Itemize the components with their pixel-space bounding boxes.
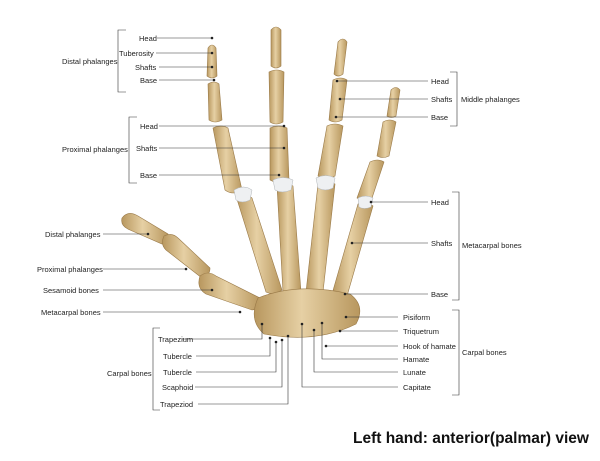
label-carpal-bones-right-group: Carpal bones (462, 348, 507, 357)
label-distal-shafts: Shafts (135, 63, 157, 72)
label-metacarpal-base: Base (431, 290, 449, 299)
little-middle-phalanx (376, 119, 397, 158)
label-tubercle-2: Tubercle (163, 368, 192, 377)
label-middle-base: Base (431, 113, 449, 122)
little-metacarpal (331, 202, 374, 298)
ring-metacarpal (305, 181, 336, 295)
label-proximal-head: Head (140, 122, 158, 131)
label-middle-phalanges-group: Middle phalanges (461, 95, 520, 104)
index-metacarpal (235, 194, 283, 294)
label-scaphoid: Scaphoid (162, 383, 194, 392)
leader-dots (146, 36, 373, 348)
label-distal-head: Head (139, 34, 157, 43)
bracket-proximal-phalanges (128, 116, 137, 184)
leader-trapeziod (198, 336, 289, 405)
bracket-carpal-left (152, 327, 160, 411)
label-thumb-distal-phalanges: Distal phalanges (45, 230, 101, 239)
label-trapezium: Trapezium (158, 335, 194, 344)
label-middle-shafts: Shafts (431, 95, 453, 104)
label-metacarpal-head: Head (431, 198, 449, 207)
little-proximal-phalanx (356, 159, 385, 201)
thumb-metacarpal (198, 272, 261, 311)
figure-title: Left hand: anterior(palmar) view (353, 430, 589, 447)
label-proximal-shafts: Shafts (136, 144, 158, 153)
ring-middle-phalanx (328, 77, 348, 123)
thumb-proximal-phalanx (162, 234, 211, 279)
bracket-middle-phalanges (450, 71, 458, 127)
label-metacarpal-shafts: Shafts (431, 239, 453, 248)
label-trapeziod: Trapeziod (160, 400, 194, 409)
leader-lunate (313, 330, 398, 373)
bracket-carpal-right (452, 309, 460, 396)
index-proximal-phalanx (212, 125, 243, 194)
index-distal-phalanx (206, 44, 218, 79)
label-distal-tuberosity: Tuberosity (119, 49, 154, 58)
label-hook-of-hamate: Hook of hamate (403, 342, 456, 351)
middle-middle-phalanx (268, 69, 285, 125)
label-lunate: Lunate (403, 368, 426, 377)
index-mcp-cartilage (233, 186, 253, 203)
label-proximal-phalanges-group: Proximal phalanges (62, 145, 128, 154)
carpal-cluster (253, 288, 361, 338)
leader-hamate (321, 323, 398, 360)
middle-metacarpal (276, 183, 302, 295)
middle-distal-phalanx (270, 26, 282, 69)
leader-lines (103, 29, 460, 411)
index-middle-phalanx (207, 81, 223, 123)
bracket-metacarpal-bones (452, 191, 460, 301)
ring-proximal-phalanx (317, 123, 344, 179)
label-tubercle-1: Tubercle (163, 352, 192, 361)
label-distal-base: Base (140, 76, 158, 85)
label-thumb-proximal-phalanges: Proximal phalanges (37, 265, 103, 274)
label-hamate: Hamate (403, 355, 430, 364)
hand-bones (121, 26, 401, 338)
label-sesamoid-bones: Sesamoid bones (43, 286, 99, 295)
ring-distal-phalanx (333, 38, 348, 77)
label-triquetrum: Triquetrum (403, 327, 439, 336)
label-metacarpal-bones-group: Metacarpal bones (462, 241, 522, 250)
leader-tubercle1 (196, 338, 271, 357)
label-middle-head: Head (431, 77, 449, 86)
leader-tubercle2 (196, 342, 277, 373)
leader-scaphoid (195, 340, 283, 388)
label-pisiform: Pisiform (403, 313, 431, 322)
middle-mcp-cartilage (272, 177, 294, 193)
cartilage-caps (233, 175, 374, 209)
label-distal-phalanges-group: Distal phalanges (62, 57, 118, 66)
label-proximal-base: Base (140, 171, 158, 180)
thumb-distal-phalanx (121, 213, 169, 245)
ring-mcp-cartilage (315, 175, 336, 191)
label-thumb-metacarpal-bones: Metacarpal bones (41, 308, 101, 317)
little-distal-phalanx (386, 87, 401, 118)
label-carpal-bones-left-group: Carpal bones (107, 369, 152, 378)
bracket-distal-phalanges (117, 29, 126, 93)
little-mcp-cartilage (357, 195, 374, 209)
leader-capitate (301, 324, 398, 388)
label-capitate: Capitate (403, 383, 431, 392)
leader-trapezium (182, 324, 263, 340)
